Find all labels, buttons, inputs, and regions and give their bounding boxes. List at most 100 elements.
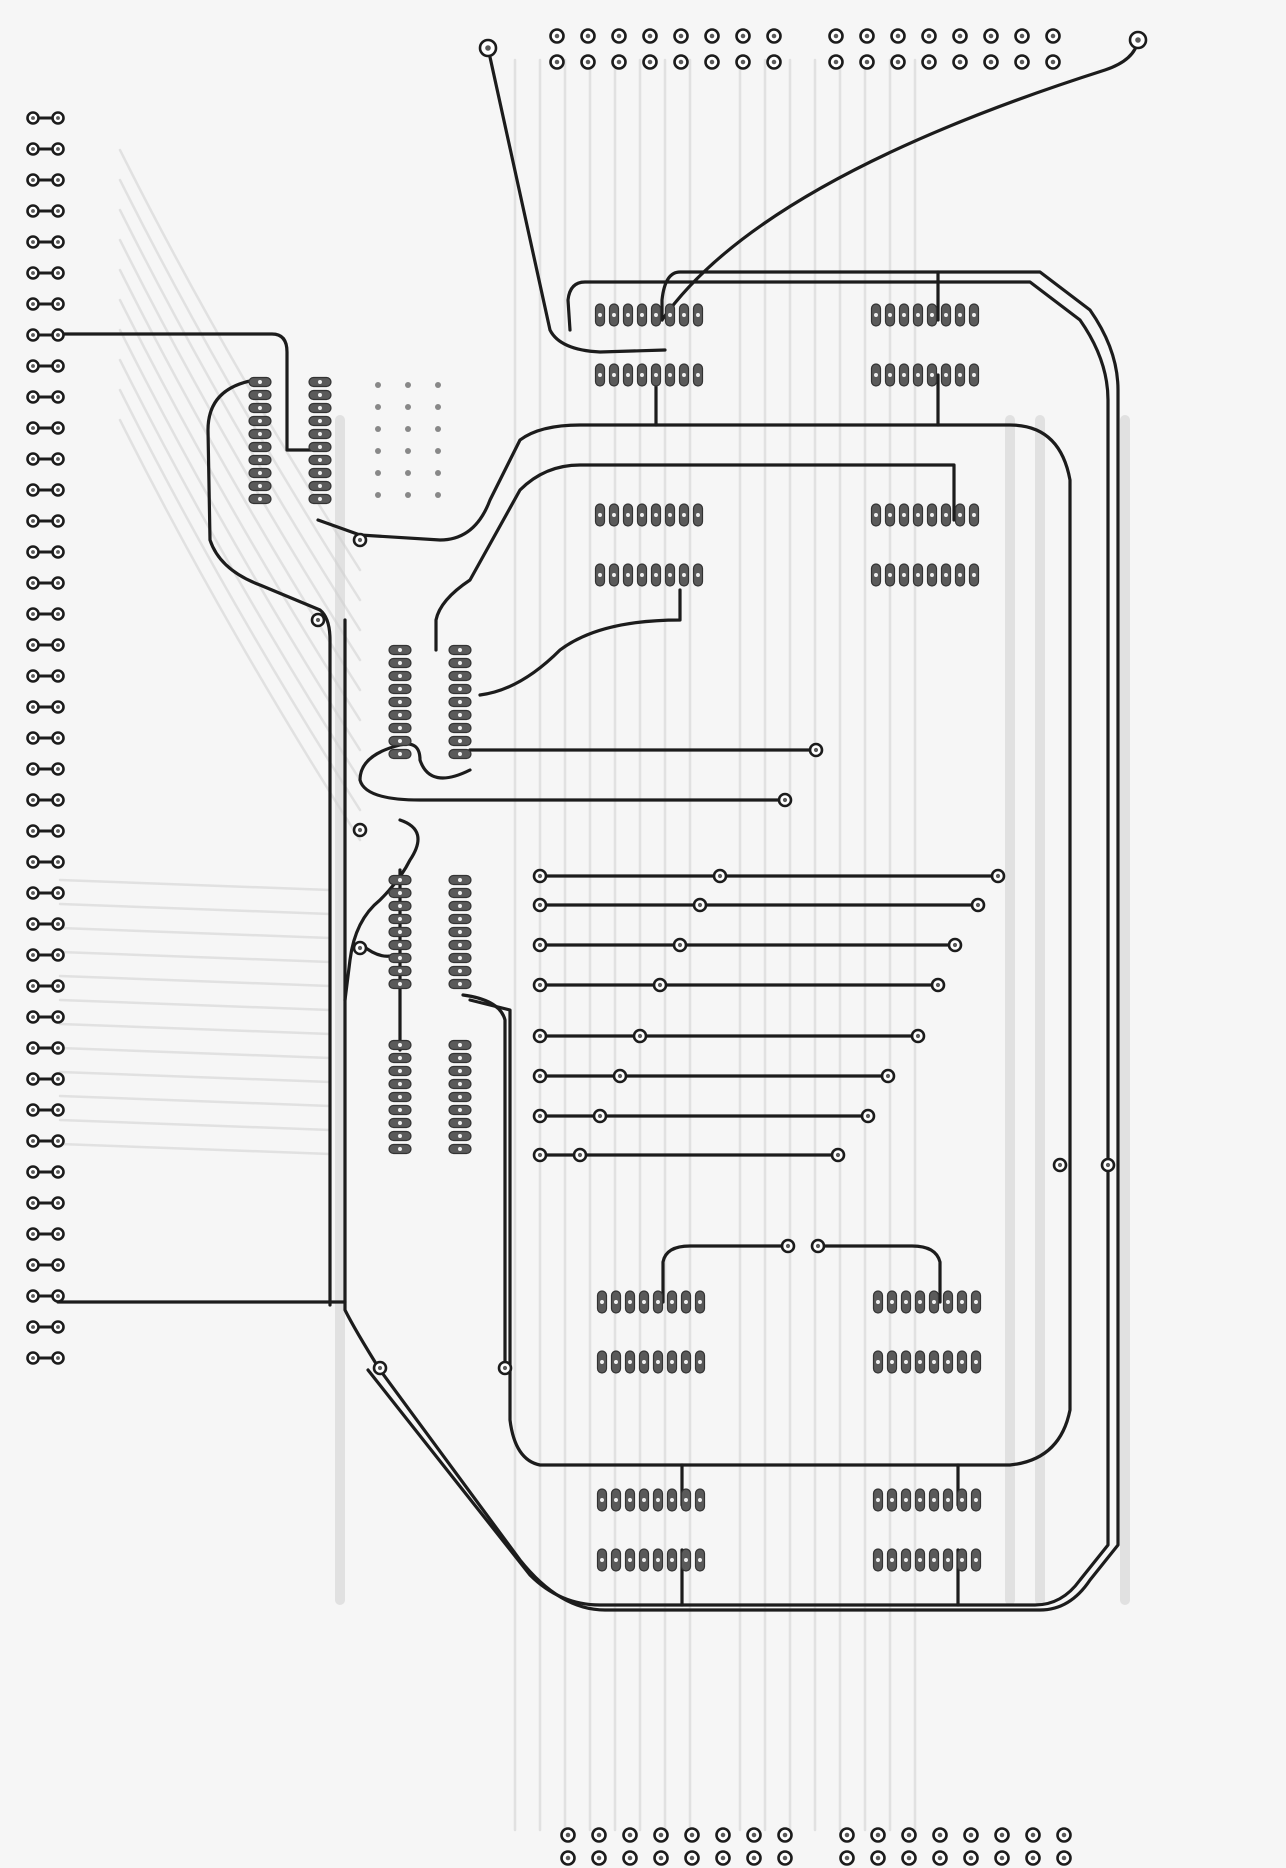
- drill-hole: [696, 373, 700, 377]
- drill-hole: [874, 313, 878, 317]
- via-hole: [937, 1855, 943, 1861]
- via-hole: [709, 59, 715, 65]
- drill-hole: [916, 373, 920, 377]
- drill-hole: [682, 573, 686, 577]
- via-hole: [995, 873, 1001, 879]
- via-hole: [616, 59, 622, 65]
- drill-hole: [398, 982, 402, 986]
- drill-hole: [972, 513, 976, 517]
- unpopulated-hole: [375, 492, 381, 498]
- drill-hole: [398, 917, 402, 921]
- drill-hole: [398, 1043, 402, 1047]
- drill-hole: [398, 674, 402, 678]
- via-hole: [554, 33, 560, 39]
- drill-hole: [972, 573, 976, 577]
- via-hole: [906, 1855, 912, 1861]
- via-hole: [31, 674, 35, 678]
- via-hole: [677, 942, 683, 948]
- via-hole: [957, 59, 963, 65]
- via-hole: [658, 1832, 664, 1838]
- drill-hole: [918, 1360, 922, 1364]
- drill-hole: [458, 1069, 462, 1073]
- via-hole: [56, 643, 60, 647]
- trace: [478, 588, 682, 697]
- ghost-trace: [58, 902, 332, 916]
- via-hole: [56, 860, 60, 864]
- drill-hole: [398, 739, 402, 743]
- drill-hole: [258, 471, 262, 475]
- drill-hole: [458, 687, 462, 691]
- drill-hole: [642, 1300, 646, 1304]
- drill-hole: [656, 1360, 660, 1364]
- via-hole: [740, 59, 746, 65]
- unpopulated-hole: [405, 448, 411, 454]
- via-hole: [31, 612, 35, 616]
- via-hole: [1061, 1855, 1067, 1861]
- via-hole: [56, 1325, 60, 1329]
- via-hole: [31, 333, 35, 337]
- via-hole: [537, 982, 543, 988]
- drill-hole: [398, 1121, 402, 1125]
- drill-hole: [684, 1360, 688, 1364]
- via-hole: [31, 395, 35, 399]
- via-hole: [537, 1152, 543, 1158]
- drill-hole: [696, 513, 700, 517]
- via-hole: [31, 1325, 35, 1329]
- unpopulated-hole: [405, 470, 411, 476]
- via-hole: [689, 1855, 695, 1861]
- via-hole: [31, 1232, 35, 1236]
- drill-hole: [628, 1360, 632, 1364]
- drill-hole: [974, 1498, 978, 1502]
- via-hole: [751, 1832, 757, 1838]
- via-hole: [56, 333, 60, 337]
- drill-hole: [458, 878, 462, 882]
- drill-hole: [458, 1121, 462, 1125]
- ghost-trace: [118, 358, 362, 782]
- via-hole: [865, 1113, 871, 1119]
- via-hole: [596, 1855, 602, 1861]
- via-hole: [885, 1073, 891, 1079]
- via-hole: [56, 612, 60, 616]
- unpopulated-hole: [375, 404, 381, 410]
- drill-hole: [930, 313, 934, 317]
- drill-hole: [944, 373, 948, 377]
- via-hole: [56, 426, 60, 430]
- via-hole: [56, 1046, 60, 1050]
- trace: [816, 1244, 942, 1304]
- via-hole: [31, 1108, 35, 1112]
- via-hole: [740, 33, 746, 39]
- drill-hole: [626, 313, 630, 317]
- via-hole: [31, 426, 35, 430]
- via-hole: [537, 942, 543, 948]
- via-hole: [56, 178, 60, 182]
- ghost-trace: [118, 178, 362, 602]
- drill-hole: [640, 513, 644, 517]
- via-hole: [585, 33, 591, 39]
- via-hole: [56, 1356, 60, 1360]
- drill-hole: [398, 1082, 402, 1086]
- via-hole: [709, 33, 715, 39]
- via-hole: [56, 1263, 60, 1267]
- via-hole: [56, 953, 60, 957]
- via-hole: [751, 1855, 757, 1861]
- via-hole: [56, 829, 60, 833]
- drill-hole: [458, 917, 462, 921]
- drill-hole: [458, 739, 462, 743]
- via-hole: [31, 457, 35, 461]
- via-hole: [627, 1855, 633, 1861]
- via-hole: [616, 33, 622, 39]
- drill-hole: [930, 573, 934, 577]
- via-hole: [357, 945, 363, 951]
- ghost-trace: [58, 926, 332, 940]
- drill-hole: [258, 432, 262, 436]
- component-pads: [26, 28, 1148, 1866]
- via-hole: [554, 59, 560, 65]
- drill-hole: [958, 573, 962, 577]
- drill-hole: [698, 1498, 702, 1502]
- drill-hole: [974, 1300, 978, 1304]
- drill-hole: [876, 1558, 880, 1562]
- trace: [366, 280, 1110, 1607]
- via-hole: [31, 922, 35, 926]
- via-hole: [377, 1365, 383, 1371]
